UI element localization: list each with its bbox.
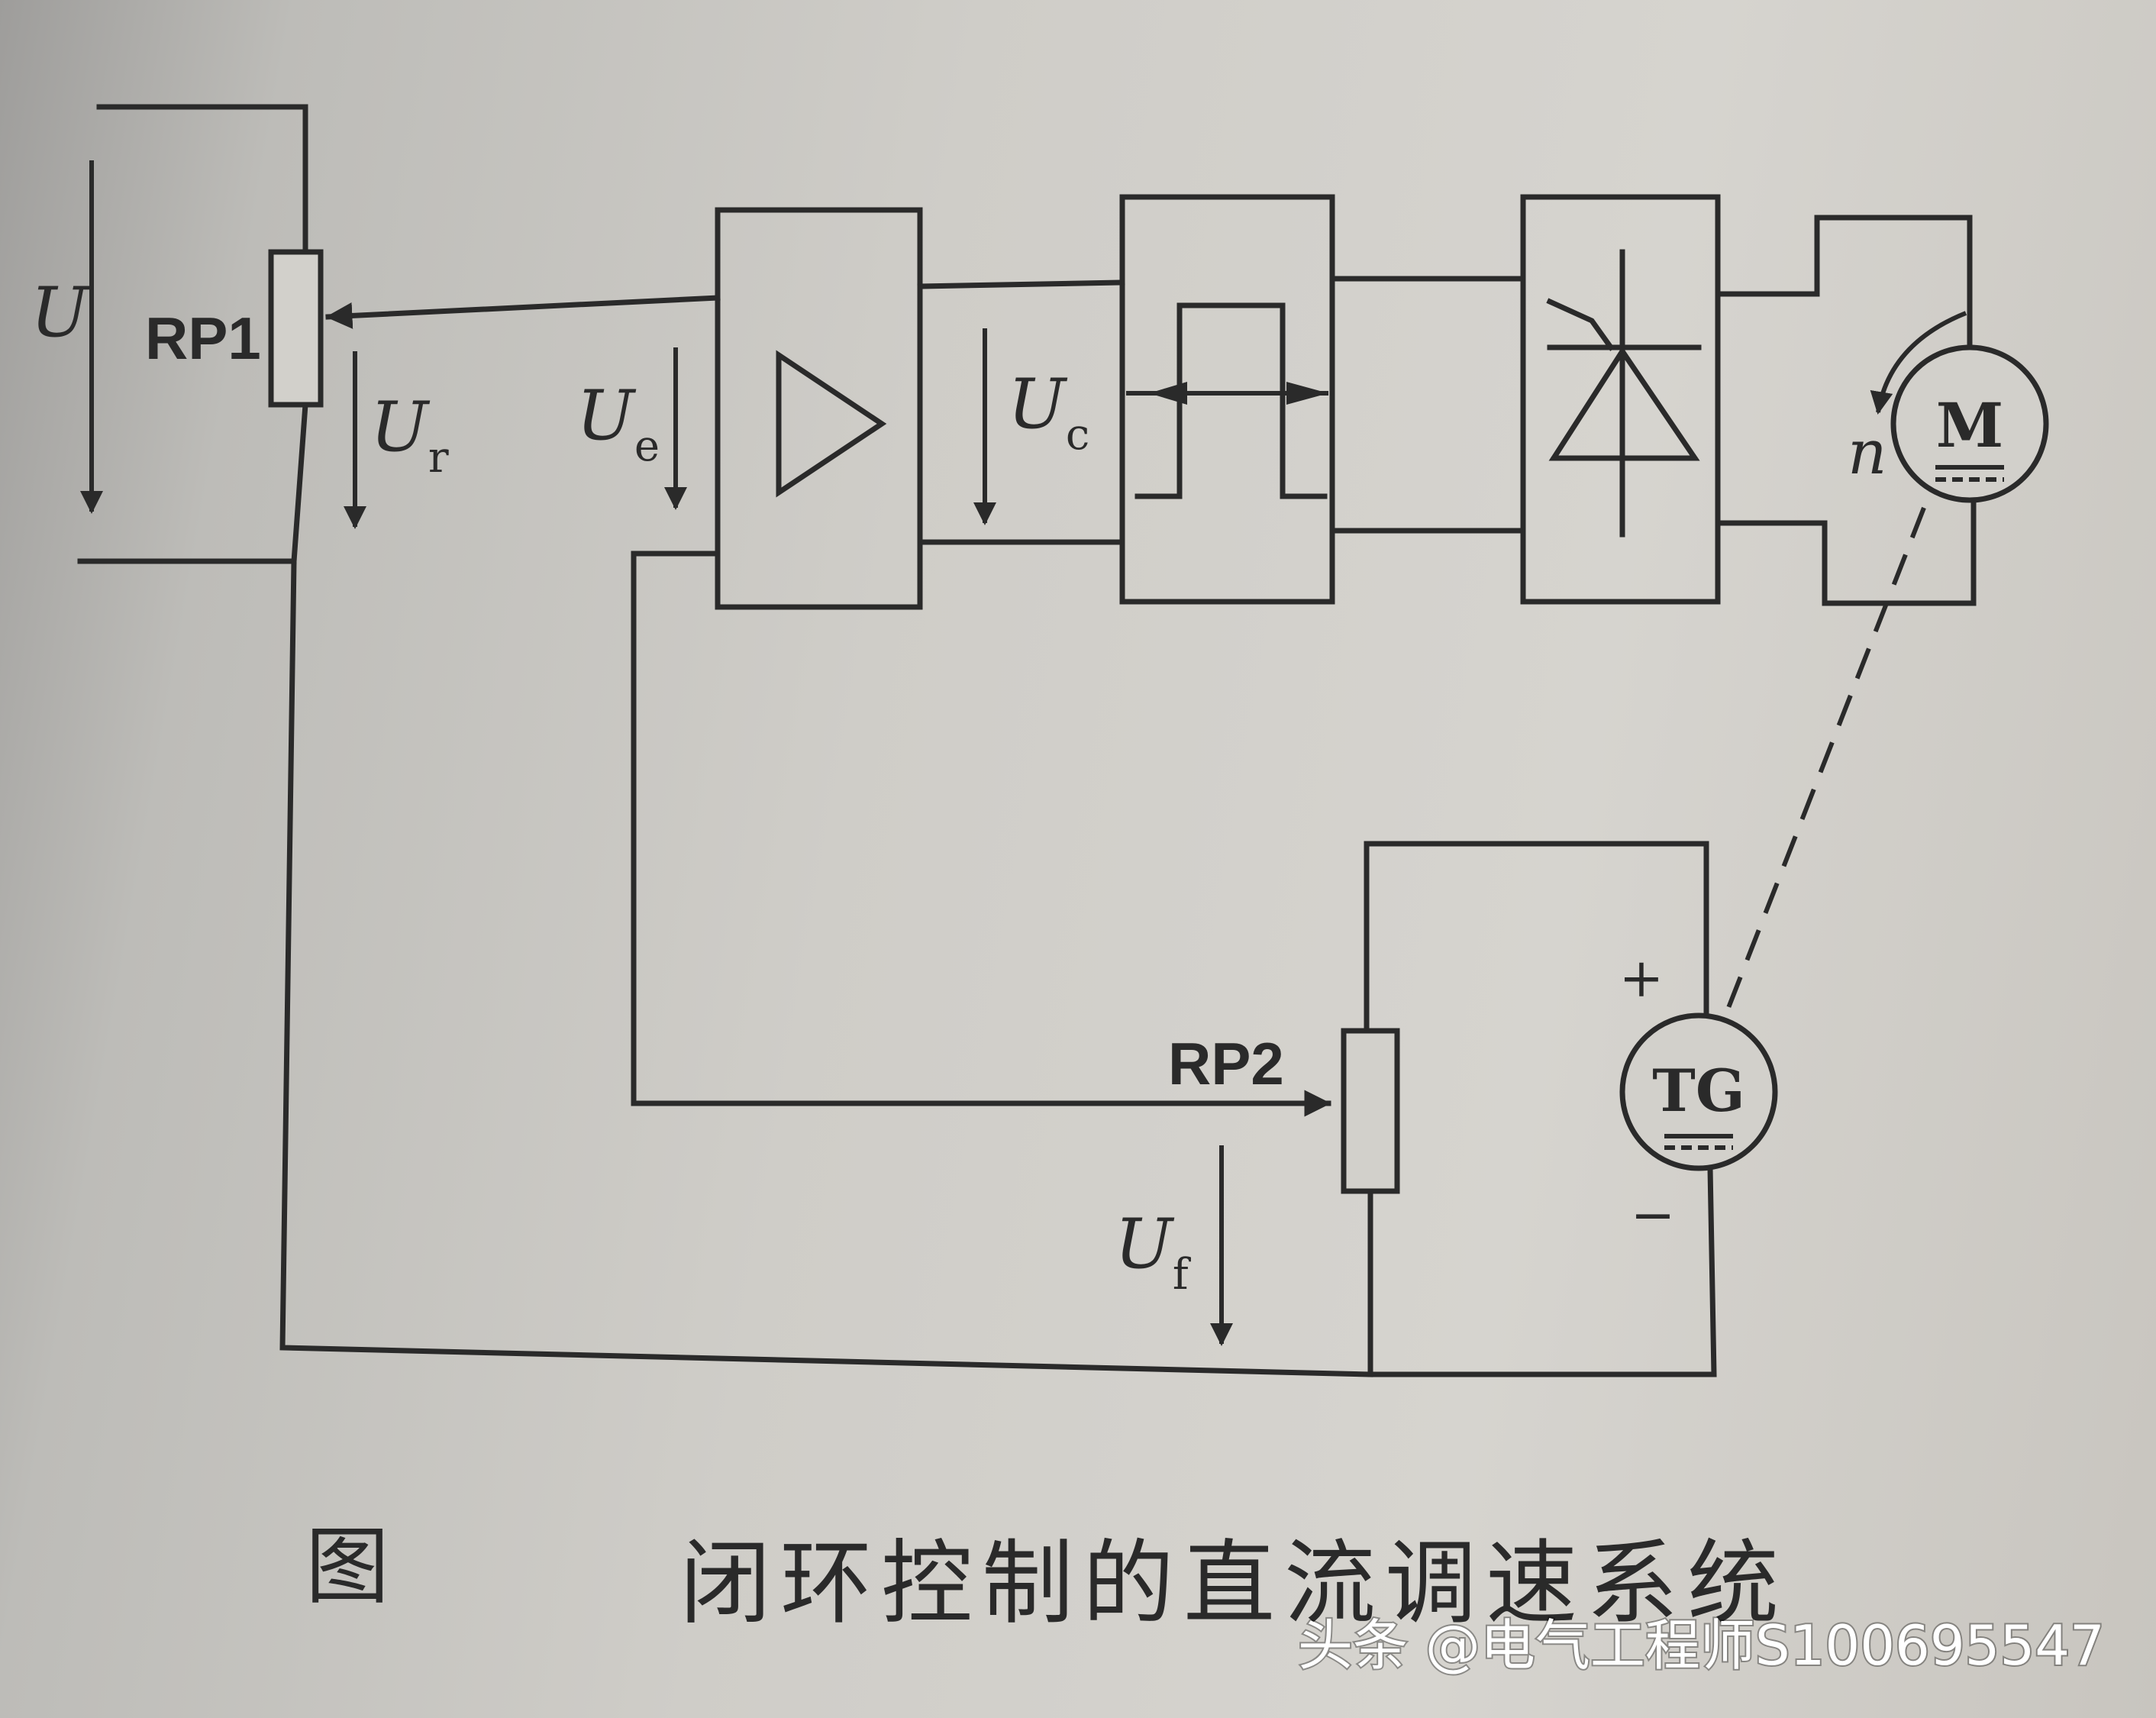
rp1-wiper-wire [325,295,721,329]
control-top-wire [917,279,1125,289]
feedback-input-wire [631,551,1331,1117]
figure-title: 闭环控制的直流调速系统 [679,1531,1788,1637]
tachogenerator-label: TG [1652,1057,1744,1125]
trigger-hysteresis-symbol [1134,302,1328,499]
motor-circle [1890,344,2049,503]
supply-top-wire [96,104,308,255]
amplifier-box [715,207,923,610]
supply-voltage-label: U [31,273,91,353]
supply-section: U RP1 Ur [31,104,449,564]
motor-section: M n [1848,311,2049,503]
trigger-circuit-block [1119,194,1335,605]
reference-voltage-label: Ur [370,387,449,483]
motor-label: M [1936,389,2004,461]
tachogenerator-circle [1619,1012,1778,1171]
control-voltage-label: Uc [1008,364,1089,460]
speed-arrow [1870,311,1967,415]
rectifier-gate-lead [1546,298,1615,351]
rp2-resistor [1341,1028,1400,1194]
motor-top-wire [1715,215,1973,350]
rp1-resistor [268,249,324,408]
amplifier-triangle-symbol [776,350,887,498]
mechanical-coupling [1723,506,1926,1017]
speed-label: n [1848,417,1887,488]
tg-plus-label: + [1619,947,1664,1009]
tg-bottom-wire [1367,1165,1717,1377]
trigger-left-arrow [1149,382,1187,405]
error-voltage-label: Ue [576,376,660,471]
tachogenerator-section: TG + − RP2 Uf [1115,841,1778,1377]
rp2-label: RP2 [1168,1030,1284,1097]
tg-minus-label: − [1631,1184,1676,1246]
watermark: 头条 @电气工程师S100695547 [1298,1613,2105,1678]
common-return-wire [279,558,1373,1377]
tg-top-wire [1364,841,1709,1034]
motor-bottom-wire [1715,501,1977,606]
trigger-right-arrow [1286,382,1328,405]
amplifier-block: Ue [576,207,923,610]
feedback-voltage-label: Uf [1115,1204,1192,1300]
rp1-label: RP1 [145,305,261,372]
rectifier-box [1520,194,1721,605]
rp1-bottom-lead [291,402,308,564]
rectifier-block [1520,194,1721,605]
figure-prefix: 图 [305,1518,389,1616]
trigger-box [1119,194,1335,605]
rectifier-diode-symbol [1548,346,1700,461]
